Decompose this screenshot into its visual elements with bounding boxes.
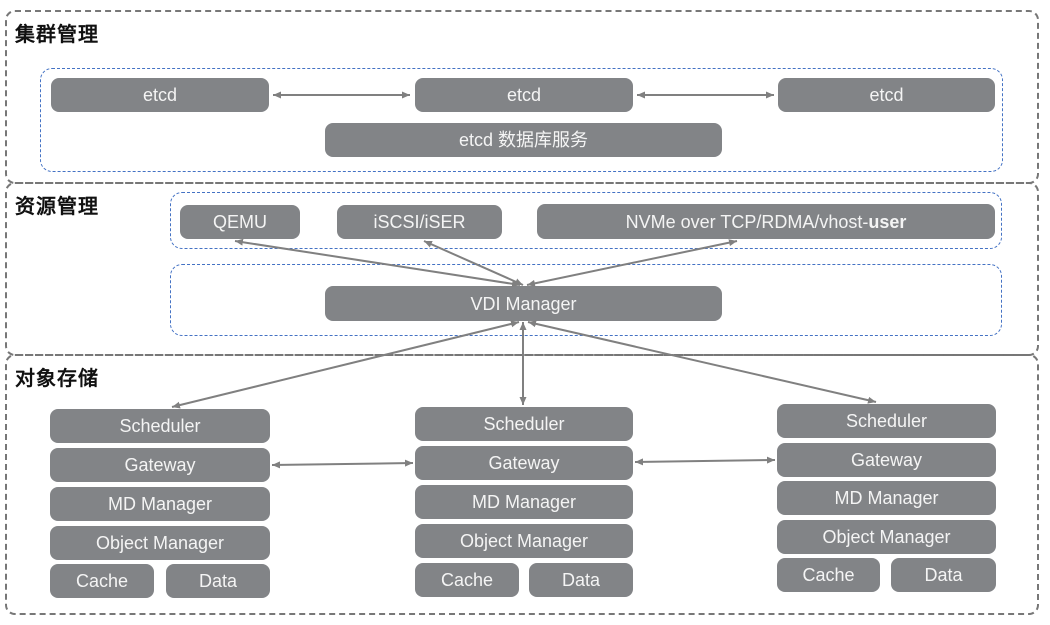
- storage-col2-md-manager: MD Manager: [415, 485, 633, 519]
- etcd-node-2: etcd: [415, 78, 633, 112]
- iscsi-iser-box: iSCSI/iSER: [337, 205, 502, 239]
- storage-col1-md-manager: MD Manager: [50, 487, 270, 521]
- section-title-resource: 资源管理: [15, 196, 99, 218]
- storage-col3-gateway: Gateway: [777, 443, 996, 477]
- storage-col1-scheduler: Scheduler: [50, 409, 270, 443]
- storage-col1-gateway: Gateway: [50, 448, 270, 482]
- section-title-cluster: 集群管理: [15, 24, 99, 46]
- nvme-label-prefix: NVMe over TCP/RDMA/vhost-: [625, 211, 869, 232]
- storage-col3-object-manager: Object Manager: [777, 520, 996, 554]
- storage-col2-gateway: Gateway: [415, 446, 633, 480]
- nvme-label-bold: user: [868, 211, 907, 232]
- storage-col2-cache: Cache: [415, 563, 519, 597]
- etcd-node-1: etcd: [51, 78, 269, 112]
- storage-col3-scheduler: Scheduler: [777, 404, 996, 438]
- storage-col3-data: Data: [891, 558, 996, 592]
- etcd-cluster-container: [40, 68, 1003, 172]
- storage-col1-cache: Cache: [50, 564, 154, 598]
- etcd-db-service: etcd 数据库服务: [325, 123, 722, 157]
- qemu-box: QEMU: [180, 205, 300, 239]
- storage-col3-cache: Cache: [777, 558, 880, 592]
- storage-col1-data: Data: [166, 564, 270, 598]
- etcd-node-3: etcd: [778, 78, 995, 112]
- storage-col1-object-manager: Object Manager: [50, 526, 270, 560]
- section-title-storage: 对象存储: [15, 368, 99, 390]
- storage-col2-object-manager: Object Manager: [415, 524, 633, 558]
- vdi-manager-box: VDI Manager: [325, 286, 722, 321]
- nvme-box: NVMe over TCP/RDMA/vhost-user: [537, 204, 995, 239]
- storage-col3-md-manager: MD Manager: [777, 481, 996, 515]
- storage-col2-scheduler: Scheduler: [415, 407, 633, 441]
- storage-col2-data: Data: [529, 563, 633, 597]
